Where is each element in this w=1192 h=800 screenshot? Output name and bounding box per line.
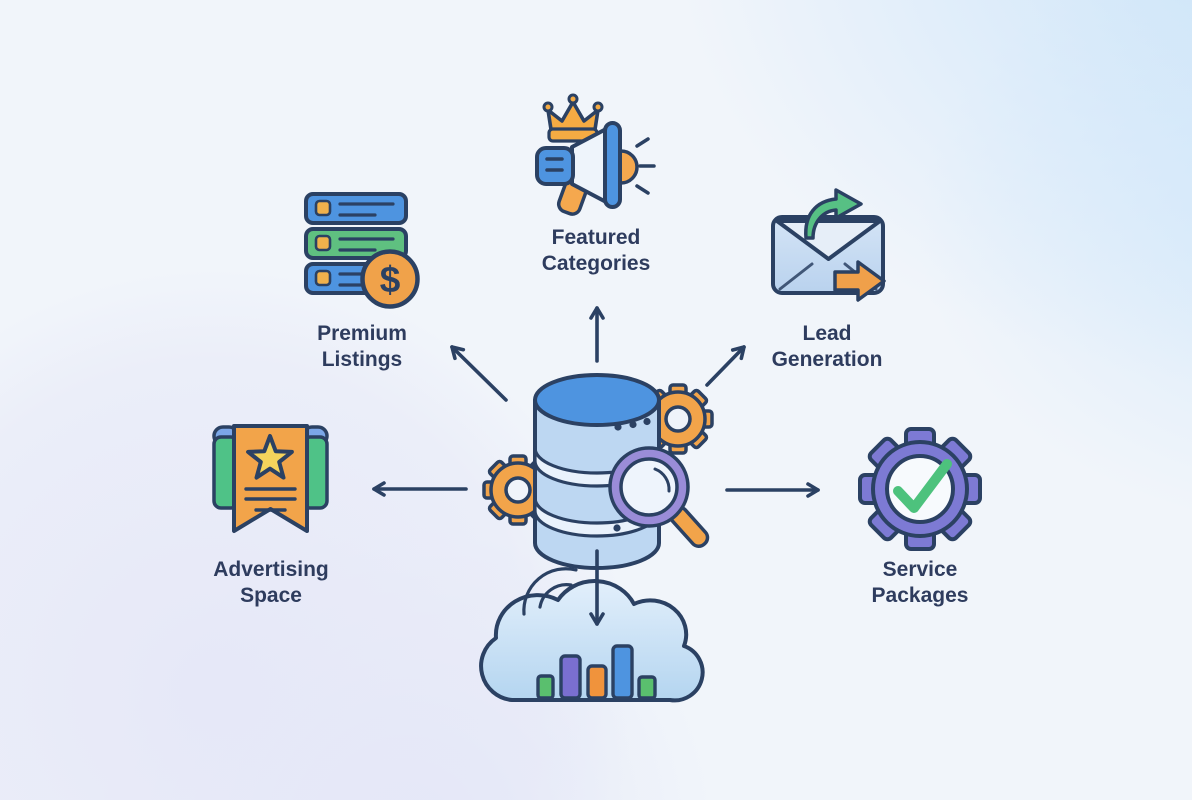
label-line: Packages xyxy=(871,584,969,607)
label-line: Categories xyxy=(541,252,651,275)
gear-checkmark-icon xyxy=(858,427,982,551)
label-featured-categories: Featured Categories xyxy=(542,225,651,277)
database-gears-magnifier-icon xyxy=(482,373,714,570)
ribbon-star-icon xyxy=(212,424,329,533)
label-line: Advertising xyxy=(213,558,329,581)
connector-arrows xyxy=(372,306,820,498)
label-premium-listings: Premium Listings xyxy=(317,321,407,373)
label-lead-generation: Lead Generation xyxy=(772,321,883,373)
label-line: Service xyxy=(882,558,958,581)
arrow-up-left xyxy=(450,345,508,402)
label-line: Lead xyxy=(802,322,852,345)
cloud-bar-chart-icon xyxy=(479,549,705,703)
arrow-up-right xyxy=(705,345,746,387)
envelope-arrows-icon xyxy=(771,188,886,302)
dollar-sign-glyph: $ xyxy=(380,259,401,300)
label-advertising-space: Advertising Space xyxy=(213,557,329,609)
label-line: Premium xyxy=(317,322,407,345)
label-line: Space xyxy=(240,584,302,607)
label-line: Generation xyxy=(771,348,883,371)
label-service-packages: Service Packages xyxy=(872,557,969,609)
label-line: Featured xyxy=(551,226,641,249)
megaphone-crown-icon xyxy=(535,93,656,216)
label-line: Listings xyxy=(321,348,403,371)
server-list-dollar-icon: $ xyxy=(304,192,420,309)
